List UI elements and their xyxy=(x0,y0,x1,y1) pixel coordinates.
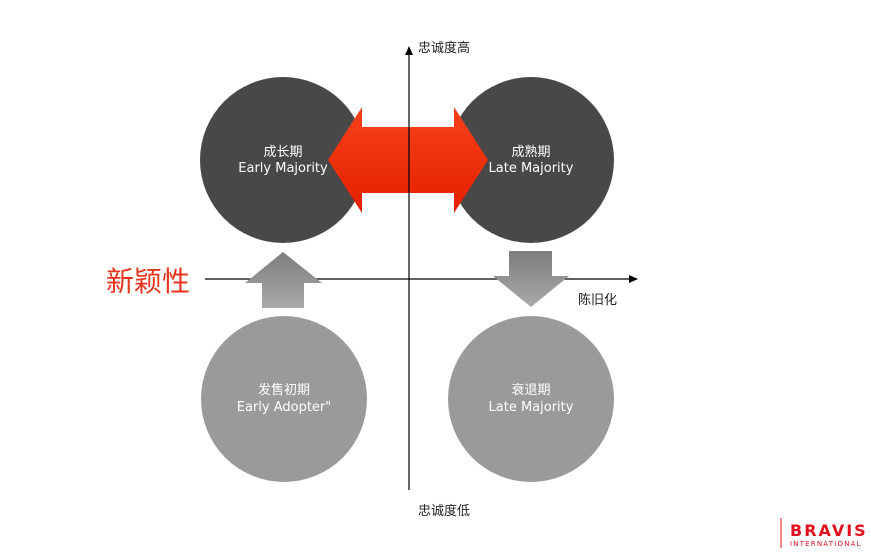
decline-en-label: Late Majority xyxy=(489,400,574,415)
decline-cn-label: 衰退期 xyxy=(511,382,550,398)
growth-en-label: Early Majority xyxy=(238,161,328,176)
horizontal-axis-arrowhead xyxy=(629,275,638,283)
loyalty-high-label: 忠诚度高 xyxy=(418,40,470,56)
maturity-cn-label: 成熟期 xyxy=(511,144,550,160)
circle-introduction xyxy=(201,316,367,482)
circle-growth xyxy=(200,77,366,243)
circle-decline xyxy=(448,316,614,482)
introduction-cn-label: 发售初期 xyxy=(258,382,310,398)
circle-maturity xyxy=(448,77,614,243)
gray-down-arrow xyxy=(493,251,569,307)
vertical-axis-arrowhead xyxy=(405,46,413,55)
logo-subtitle: INTERNATIONAL xyxy=(790,540,862,548)
obsolescence-label: 陈旧化 xyxy=(578,292,617,308)
red-double-arrow xyxy=(328,107,488,213)
maturity-en-label: Late Majority xyxy=(489,161,574,176)
bravis-logo: BRAVIS INTERNATIONAL xyxy=(780,518,868,548)
novelty-label: 新颖性 xyxy=(106,265,190,298)
logo-wordmark: BRAVIS xyxy=(790,521,868,540)
growth-cn-label: 成长期 xyxy=(263,145,302,160)
gray-up-arrow xyxy=(245,252,322,308)
introduction-en-label: Early Adopter" xyxy=(237,400,332,415)
loyalty-low-label: 忠诚度低 xyxy=(418,503,470,519)
